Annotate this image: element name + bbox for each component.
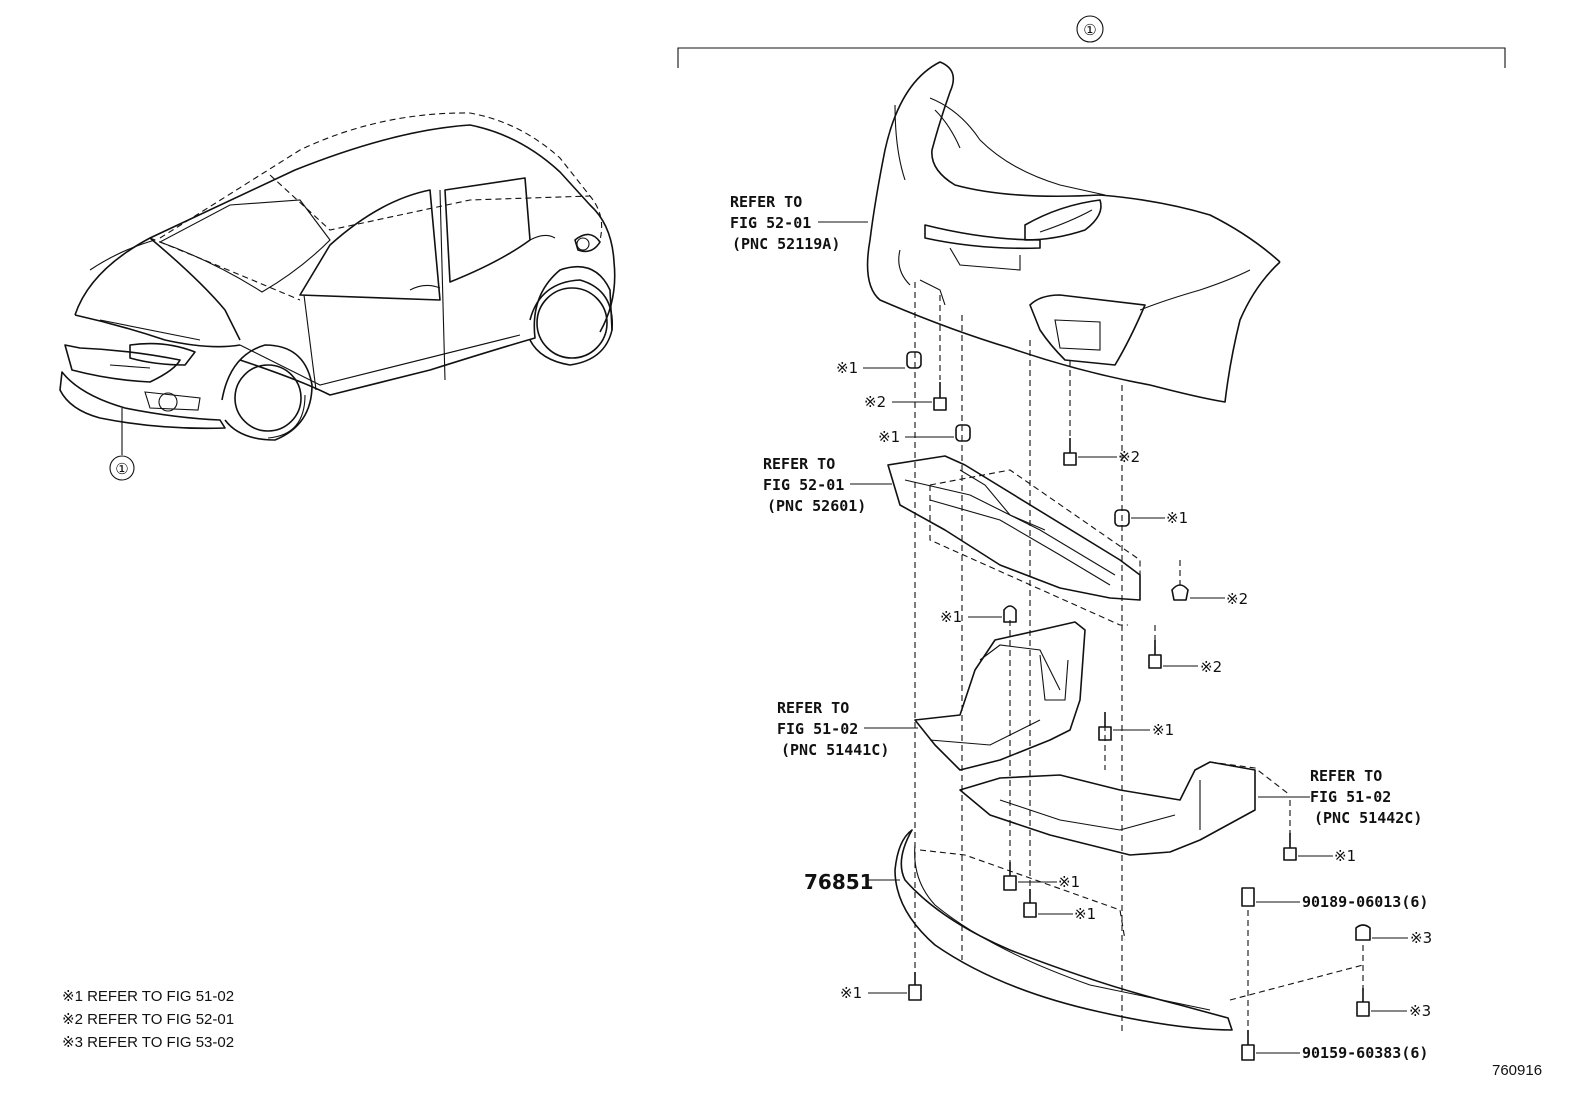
front-spoiler-drawing: 76851 (804, 829, 1233, 1031)
refer-left-line3: (PNC 51441C) (781, 741, 889, 759)
legend-line-3: ※3 REFER TO FIG 53-02 (62, 1034, 234, 1051)
refer-right-line2: FIG 51-02 (1310, 788, 1391, 806)
reinforcement-drawing: REFER TO FIG 52-01 (PNC 52601) (763, 455, 1141, 626)
fastener-label: ※1 (1058, 873, 1080, 891)
refer-bumper-line2: FIG 52-01 (730, 214, 811, 232)
assembly-bracket: ① (677, 15, 1506, 68)
bumper-cover-drawing: REFER TO FIG 52-01 (PNC 52119A) (730, 61, 1281, 403)
under-cover-drawing: REFER TO FIG 51-02 (PNC 51441C) REFER TO… (777, 621, 1422, 856)
reference-legend: ※1 REFER TO FIG 51-02 ※2 REFER TO FIG 52… (62, 988, 234, 1051)
refer-reinf-line3: (PNC 52601) (767, 497, 866, 515)
fastener-label: ※3 (1409, 1002, 1431, 1020)
fastener-label: ※1 (840, 984, 862, 1002)
fastener-label: ※1 (940, 608, 962, 626)
screw-part-number: 90159-60383(6) (1302, 1044, 1428, 1062)
callout-assembly: ① (1083, 21, 1096, 39)
vehicle-illustration: ① (59, 112, 616, 481)
fastener-label: ※2 (1226, 590, 1248, 608)
callout-car: ① (115, 460, 128, 478)
legend-line-1: ※1 REFER TO FIG 51-02 (62, 988, 234, 1005)
legend-line-2: ※2 REFER TO FIG 52-01 (62, 1011, 234, 1028)
part-number-76851: 76851 (804, 870, 874, 894)
fastener-label: ※3 (1410, 929, 1432, 947)
fastener-label: ※2 (1200, 658, 1222, 676)
refer-right-line1: REFER TO (1310, 767, 1382, 785)
refer-bumper-line1: REFER TO (730, 193, 802, 211)
figure-id: 760916 (1492, 1062, 1542, 1079)
refer-left-line1: REFER TO (777, 699, 849, 717)
fastener-label: ※1 (1152, 721, 1174, 739)
assembly-lines (914, 282, 1364, 1040)
fastener-label: ※1 (836, 359, 858, 377)
fastener-label: ※1 (878, 428, 900, 446)
fastener-label: ※1 (1166, 509, 1188, 527)
refer-bumper-line3: (PNC 52119A) (732, 235, 840, 253)
fastener-label: ※2 (1118, 448, 1140, 466)
fastener-label: ※1 (1334, 847, 1356, 865)
refer-right-line3: (PNC 51442C) (1314, 809, 1422, 827)
bolt-part-number: 90189-06013(6) (1302, 893, 1428, 911)
fastener-label: ※2 (864, 393, 886, 411)
refer-reinf-line1: REFER TO (763, 455, 835, 473)
refer-reinf-line2: FIG 52-01 (763, 476, 844, 494)
fastener-label: ※1 (1074, 905, 1096, 923)
refer-left-line2: FIG 51-02 (777, 720, 858, 738)
fasteners: ※1 ※2 ※1 ※2 ※1 ※2 ※1 ※2 ※1 ※1 ※1 ※1 ※3 ※… (836, 351, 1432, 1062)
